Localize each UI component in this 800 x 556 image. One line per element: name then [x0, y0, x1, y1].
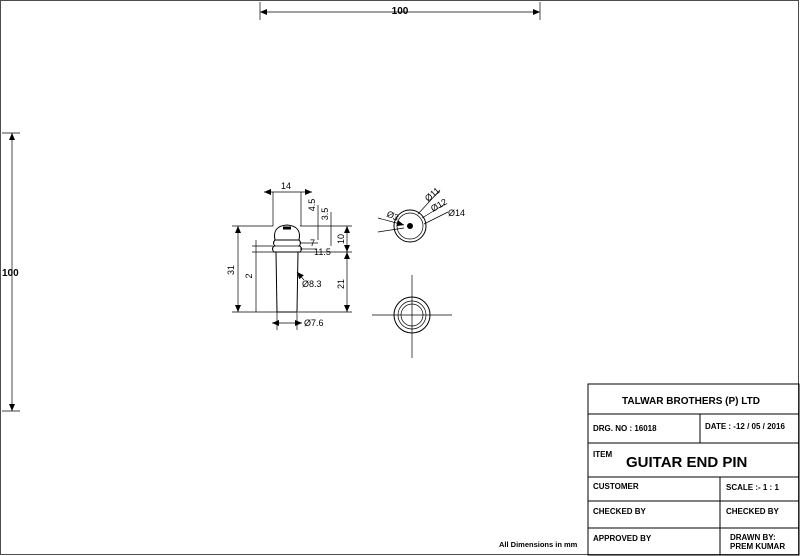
- dimensions-note: All Dimensions in mm: [499, 540, 578, 549]
- approved-by: APPROVED BY: [593, 534, 652, 543]
- top-view-outer-circle: [393, 209, 427, 243]
- title-block: TALWAR BROTHERS (P) LTD DRG. NO : 16018 …: [587, 383, 800, 556]
- dim-tip-diameter: Ø7.6: [304, 318, 324, 328]
- side-view: 14 4.5 3.5 10 7 11.5 31 2 Ø8.3: [226, 181, 352, 330]
- bottom-view-inner-circle: [400, 303, 424, 327]
- scale: SCALE :- 1 : 1: [726, 483, 779, 492]
- pin-shaft: [275, 251, 299, 313]
- pin-head: [274, 224, 300, 241]
- item-name: GUITAR END PIN: [626, 454, 747, 471]
- dim-groove-small: 2: [244, 273, 254, 278]
- dim-ring-11-5: 11.5: [314, 247, 331, 257]
- dim-shaft-height: 21: [336, 279, 346, 289]
- top-view-hole: [407, 223, 413, 229]
- bottom-view-mid-circle: [397, 300, 427, 330]
- pin-head-hole: [283, 226, 291, 230]
- bottom-view: [372, 275, 452, 358]
- item-label: ITEM: [593, 450, 612, 459]
- company-name: TALWAR BROTHERS (P) LTD: [622, 396, 760, 407]
- overall-width-dimension: 100: [259, 2, 541, 20]
- dim-ring-7: 7: [310, 238, 315, 248]
- dim-hole-diameter: Ø3: [385, 209, 400, 223]
- dim-length: 31: [226, 265, 236, 275]
- dim-groove-height: 3.5: [320, 208, 330, 221]
- dim-collar-height: 10: [336, 234, 346, 244]
- dim-head-height: 4.5: [307, 199, 317, 212]
- checked-by-left: CHECKED BY: [593, 507, 647, 516]
- drawing-date: DATE : -12 / 05 / 2016: [705, 422, 785, 431]
- dim-taper-diameter: Ø8.3: [302, 279, 322, 289]
- overall-height-dimension: 100: [2, 132, 20, 412]
- top-view: Ø3 Ø11 Ø12 Ø14: [377, 185, 465, 243]
- bottom-view-outer-circle: [393, 296, 431, 334]
- overall-width-label: 100: [392, 6, 409, 17]
- drawn-by-label: DRAWN BY:: [730, 533, 776, 542]
- drawn-by-name: PREM KUMAR: [730, 542, 785, 551]
- customer-label: CUSTOMER: [593, 482, 639, 491]
- drawing-number: DRG. NO : 16018: [593, 424, 657, 433]
- dim-d14: Ø14: [448, 208, 465, 218]
- checked-by-right: CHECKED BY: [726, 507, 780, 516]
- dim-top-width: 14: [281, 181, 291, 191]
- overall-height-label: 100: [2, 268, 19, 279]
